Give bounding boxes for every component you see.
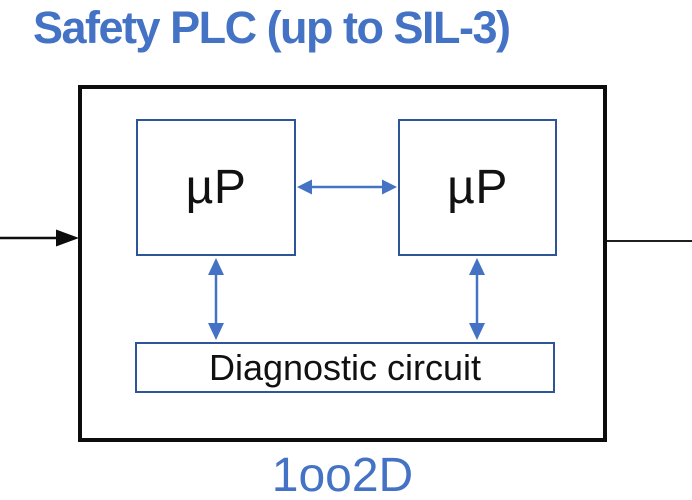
- microprocessor-2-box: µP: [398, 119, 557, 256]
- architecture-label: 1oo2D: [271, 449, 414, 500]
- interprocessor-sync-arrow-icon: [297, 179, 397, 195]
- diagnostic-circuit-label: Diagnostic circuit: [208, 346, 482, 388]
- up2-diagnostic-arrow-icon: [469, 258, 485, 340]
- microprocessor-2-label: µP: [447, 161, 508, 214]
- diagnostic-circuit-box: Diagnostic circuit: [135, 342, 555, 393]
- up1-diagnostic-arrow-icon: [208, 258, 224, 340]
- microprocessor-1-label: µP: [185, 161, 247, 214]
- page-title: Safety PLC (up to SIL-3): [33, 2, 511, 53]
- output-signal-line: [607, 240, 692, 242]
- microprocessor-1-box: µP: [136, 119, 296, 256]
- input-signal-arrow-icon: [0, 229, 79, 247]
